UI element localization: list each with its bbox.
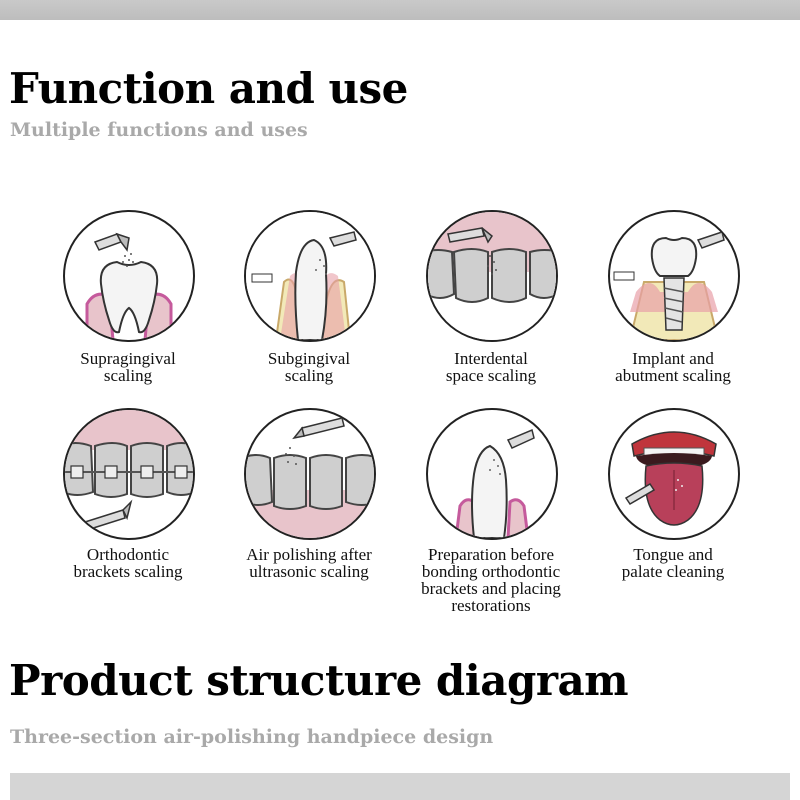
top-band (0, 0, 800, 20)
air-polishing-icon (244, 408, 376, 540)
orthodontic-brackets-icon (63, 408, 195, 540)
supragingival-scaling-icon (63, 210, 195, 342)
tongue-cleaning-icon (608, 408, 740, 540)
subgingival-scaling-icon (244, 210, 376, 342)
implant-scaling-icon (608, 210, 740, 342)
structure-title: Product structure diagram (9, 656, 629, 705)
interdental-scaling-icon (426, 210, 558, 342)
bonding-preparation-icon (426, 408, 558, 540)
bottom-band (10, 773, 790, 800)
function-subtitle: Multiple functions and uses (10, 119, 308, 141)
function-title: Function and use (9, 64, 408, 113)
structure-subtitle: Three-section air-polishing handpiece de… (10, 726, 494, 748)
